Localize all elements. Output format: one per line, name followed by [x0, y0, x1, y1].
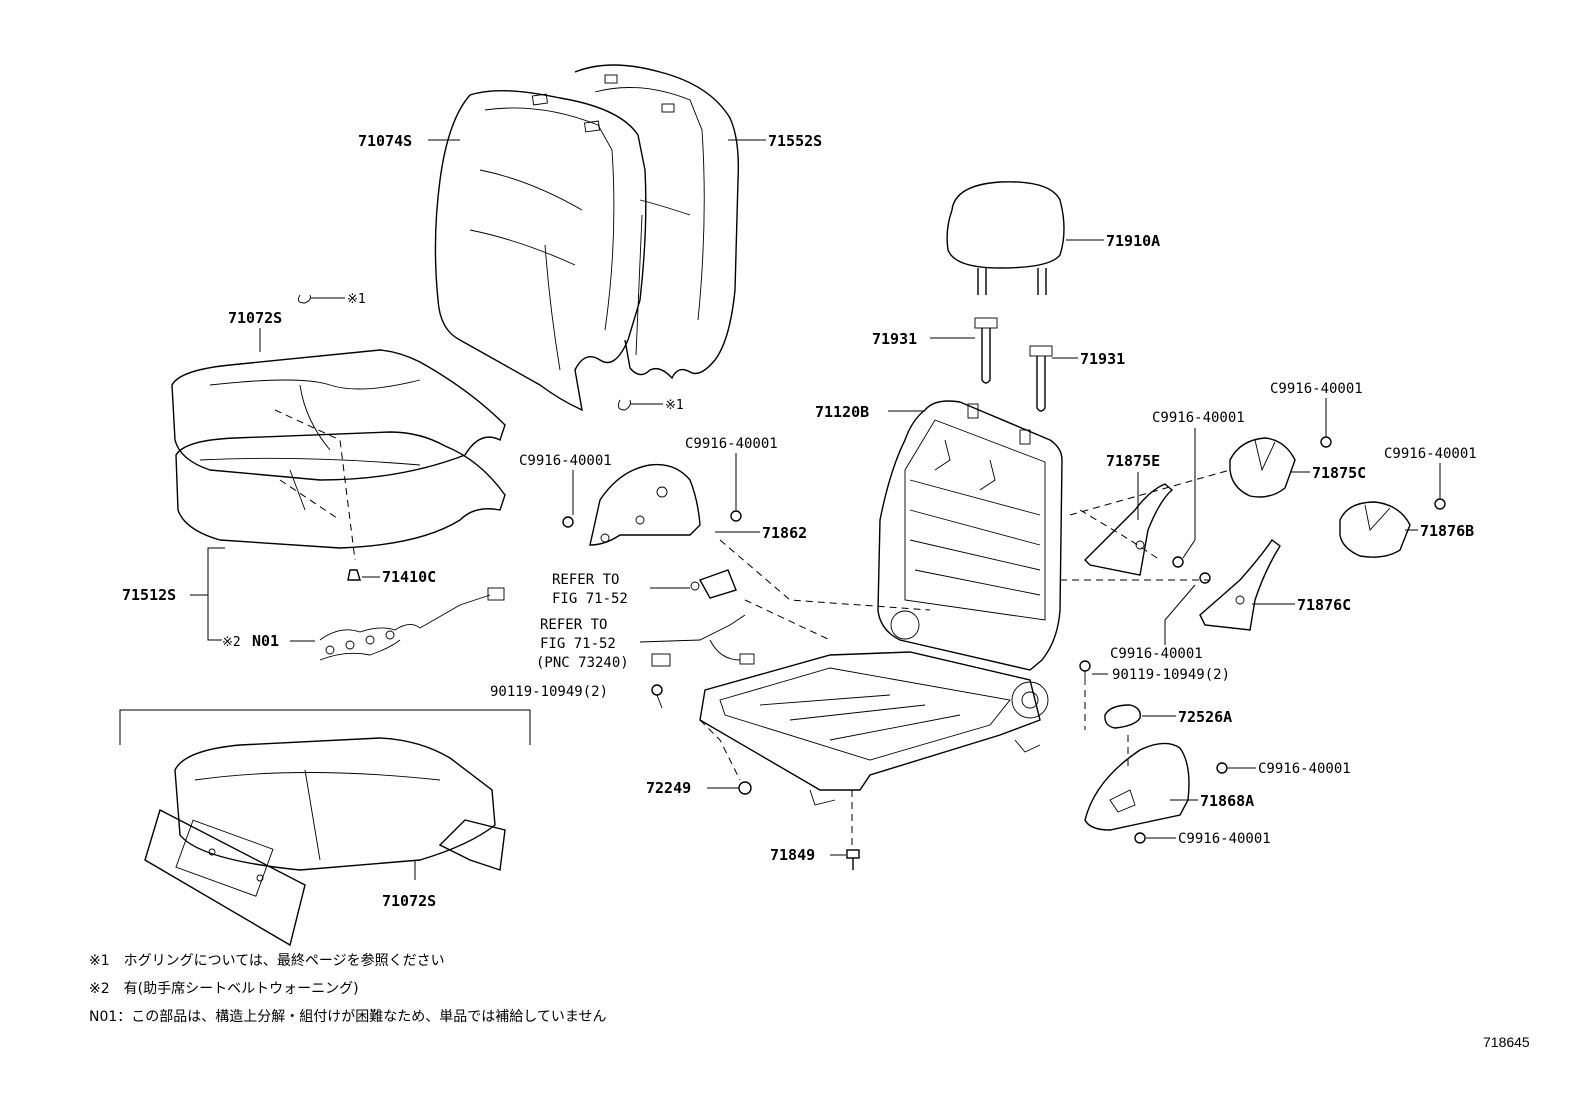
part-label-cushion-assy: 71512S [122, 586, 176, 604]
footnote-2: ※2 有(助手席シートベルトウォーニング) [89, 981, 359, 997]
screw-c9916-g [1216, 762, 1228, 774]
screw-c9916-c [1172, 428, 1196, 568]
part-label-headrest-support-right: 71931 [1080, 350, 1125, 368]
part-label-shield-71868a: 71868A [1200, 792, 1254, 810]
part-label-hog-ring-mark-1: ※1 [347, 292, 366, 307]
part-label-seatback-pad: 71552S [768, 132, 822, 150]
part-label-clip-71410c: 71410C [382, 568, 436, 586]
headrest-71910a [946, 181, 1065, 295]
screw-c9916-b [730, 453, 742, 522]
cover-71876b [1339, 501, 1411, 558]
part-label-headrest: 71910A [1106, 232, 1160, 250]
part-label-cover-71876c: 71876C [1297, 596, 1351, 614]
screw-c9916-e [1434, 463, 1446, 510]
nut-72249 [738, 781, 752, 795]
shield-71868a [1084, 742, 1190, 831]
part-label-screw-c9916-e: C9916-40001 [1384, 446, 1477, 462]
cover-71876c [1199, 538, 1281, 631]
screw-c9916-h [1134, 832, 1146, 844]
clip-71410c: 71410C [347, 568, 436, 586]
part-label-nut-72249: 72249 [646, 779, 691, 797]
part-label-screw-c9916-g: C9916-40001 [1258, 761, 1351, 777]
part-label-cushion-cover-lower: 71072S [382, 892, 436, 910]
bolt-90119-left [651, 684, 663, 709]
part-label-knob-72526a: 72526A [1178, 708, 1232, 726]
screw-c9916-f [1164, 572, 1211, 645]
footnote-1: ※1 ホグリングについては、最終ページを参照ください [89, 953, 445, 969]
hog-ring-1: ※1 [297, 292, 366, 307]
part-label-cover-71876b: 71876B [1420, 522, 1474, 540]
variant-box [119, 709, 531, 745]
bolt-90119-right [1079, 660, 1091, 685]
part-label-refer-2-line3: (PNC 73240) [536, 655, 629, 671]
seatback-cover-71074s [434, 89, 647, 412]
bolt-71849 [846, 849, 860, 870]
buckle-harness [639, 614, 755, 667]
part-label-sensor-n01: N01 [252, 632, 279, 650]
occupant-sensor-n01 [319, 587, 505, 661]
part-label-bolt-left: 90119-10949(2) [490, 684, 608, 700]
footnote-n01: N01：この部品は、構造上分解・組付けが困難なため、単品では補給していません [89, 1009, 607, 1025]
part-label-refer-2-line1: REFER TO [540, 617, 607, 633]
hog-ring-2: ※1 [617, 398, 684, 413]
part-label-seatback-cover: 71074S [358, 132, 412, 150]
screw-c9916-a [562, 470, 574, 528]
part-label-cover-71875e: 71875E [1106, 452, 1160, 470]
bracket-71862 [589, 463, 701, 546]
part-label-refer-1-line2: FIG 71-52 [552, 591, 628, 607]
part-label-bolt-71849: 71849 [770, 846, 815, 864]
cover-71875c [1229, 437, 1296, 498]
headrest-support-left [974, 317, 998, 384]
part-label-headrest-support-left: 71931 [872, 330, 917, 348]
cushion-cover-variant [144, 737, 506, 947]
seat-cushion-frame [699, 651, 1041, 806]
cushion-cover-71072s [171, 349, 506, 481]
part-label-hog-ring-mark-2: ※1 [665, 398, 684, 413]
cover-71875e [1084, 483, 1174, 576]
part-label-refer-1-line1: REFER TO [552, 572, 619, 588]
part-label-screw-c9916-c: C9916-40001 [1152, 410, 1245, 426]
part-label-screw-c9916-d: C9916-40001 [1270, 381, 1363, 397]
screw-c9916-d [1320, 398, 1332, 448]
part-label-bracket-71862: 71862 [762, 524, 807, 542]
part-label-cushion-cover: 71072S [228, 309, 282, 327]
part-label-refer-2-line2: FIG 71-52 [540, 636, 616, 652]
part-label-bolt-right: 90119-10949(2) [1112, 667, 1230, 683]
seat-belt-buckle [690, 569, 737, 599]
part-label-cover-71875c: 71875C [1312, 464, 1366, 482]
seatback-frame-71120b [877, 400, 1063, 719]
seatback-pad-71552s [574, 64, 740, 380]
part-label-screw-c9916-f: C9916-40001 [1110, 646, 1203, 662]
part-label-sensor-mark: ※2 [222, 635, 241, 650]
cushion-pad [175, 431, 506, 549]
part-label-screw-c9916-a: C9916-40001 [519, 453, 612, 469]
part-label-screw-c9916-b: C9916-40001 [685, 436, 778, 452]
knob-72526a [1104, 704, 1141, 729]
headrest-support-right [1029, 345, 1053, 412]
part-label-seat-frame: 71120B [815, 403, 869, 421]
part-label-screw-c9916-h: C9916-40001 [1178, 831, 1271, 847]
figure-id: 718645 [1483, 1034, 1530, 1050]
